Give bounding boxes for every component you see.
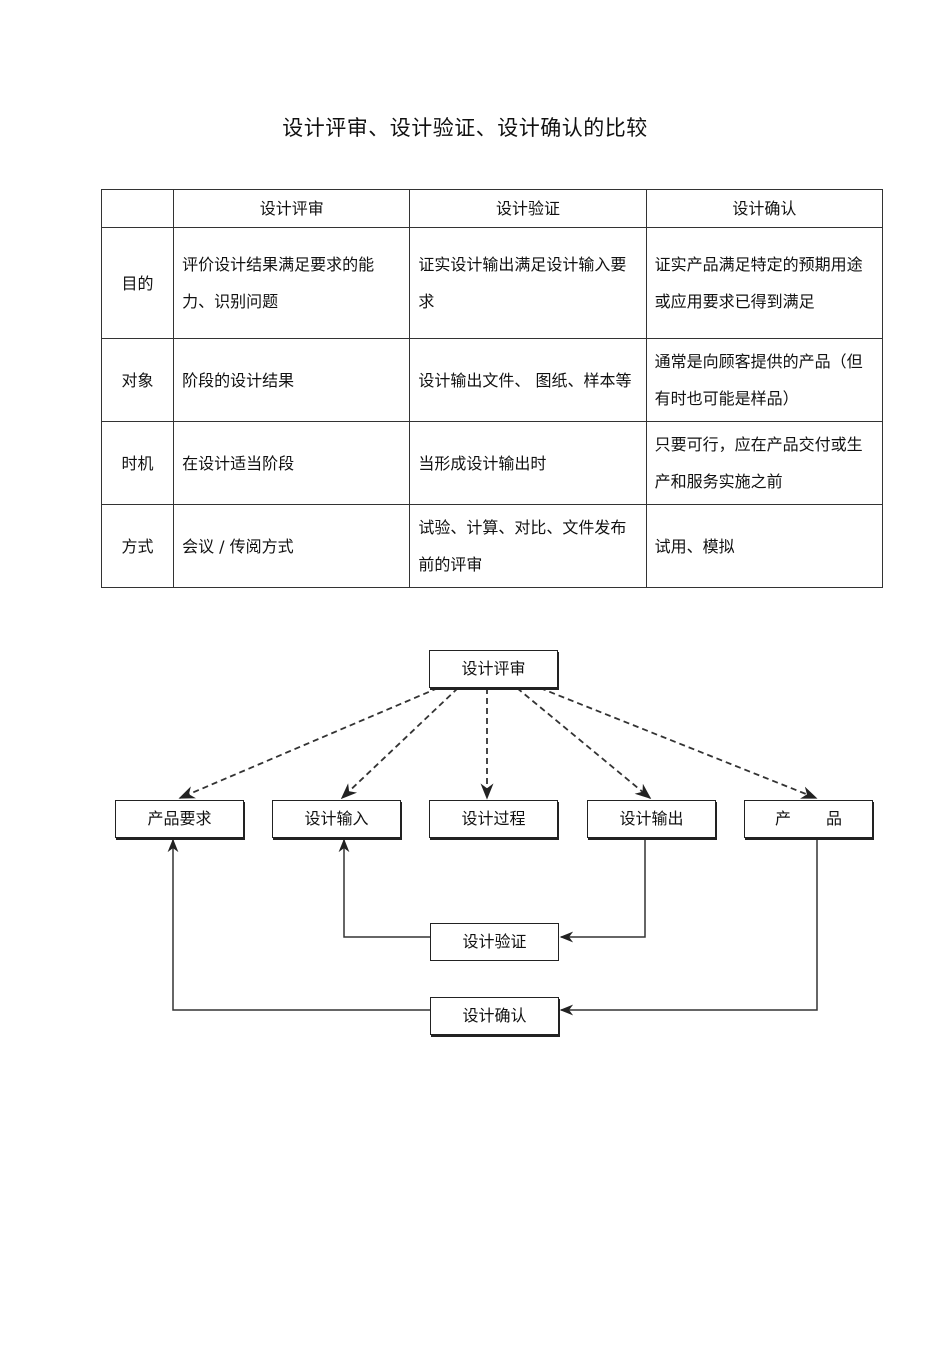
review-to-input-arrow: [340, 687, 459, 800]
table-cell: 在设计适当阶段: [173, 421, 411, 505]
output-to-verification-line: [559, 838, 646, 943]
table-cell: 试用、模拟: [645, 504, 884, 588]
product-box: 产 品: [744, 800, 873, 838]
table-cell: 当形成设计输出时: [409, 421, 647, 505]
table-cell: 证实设计输出满足设计输入要求: [409, 227, 647, 339]
design-input-box: 设计输入: [272, 800, 401, 838]
design-output-box: 设计输出: [587, 800, 716, 838]
table-row: 方式 会议 / 传阅方式 试验、计算、对比、文件发布前的评审 试用、模拟: [100, 504, 884, 588]
table-header-corner: [100, 189, 175, 228]
table-cell: 通常是向顾客提供的产品（但有时也可能是样品）: [645, 338, 884, 422]
table-cell: 证实产品满足特定的预期用途或应用要求已得到满足: [645, 227, 884, 339]
row-label: 对象: [100, 338, 175, 422]
design-validation-box: 设计确认: [430, 997, 559, 1035]
verification-to-input-line: [338, 838, 430, 938]
table-row: 时机 在设计适当阶段 当形成设计输出时 只要可行，应在产品交付或生产和服务实施之…: [100, 421, 884, 505]
table-cell: 只要可行，应在产品交付或生产和服务实施之前: [645, 421, 884, 505]
comparison-table: 设计评审 设计验证 设计确认 目的 评价设计结果满足要求的能力、识别问题 证实设…: [100, 189, 884, 588]
product-box-right-char: 品: [825, 809, 842, 828]
product-requirements-box: 产品要求: [115, 800, 244, 838]
table-cell: 评价设计结果满足要求的能力、识别问题: [173, 227, 411, 339]
table-row: 对象 阶段的设计结果 设计输出文件、 图纸、样本等 通常是向顾客提供的产品（但有…: [100, 338, 884, 422]
review-to-output-arrow: [516, 687, 652, 800]
product-to-validation-line: [559, 838, 818, 1016]
row-label: 方式: [100, 504, 175, 588]
validation-to-requirements-line: [167, 838, 430, 1011]
design-process-box: 设计过程: [429, 800, 558, 838]
solid-feedback-arrows: [167, 838, 818, 1016]
page-title: 设计评审、设计验证、设计确认的比较: [282, 116, 648, 140]
row-label: 时机: [100, 421, 175, 505]
review-to-product-arrow: [539, 687, 818, 799]
review-to-requirements-arrow: [178, 687, 439, 799]
design-verification-box: 设计验证: [430, 923, 559, 961]
row-label: 目的: [100, 227, 175, 339]
table-row: 目的 评价设计结果满足要求的能力、识别问题 证实设计输出满足设计输入要求 证实产…: [100, 227, 884, 339]
table-cell: 试验、计算、对比、文件发布前的评审: [409, 504, 647, 588]
dashed-review-arrows: [178, 687, 818, 800]
table-header-review: 设计评审: [173, 189, 411, 228]
design-review-box: 设计评审: [429, 650, 558, 688]
table-header-row: 设计评审 设计验证 设计确认: [100, 189, 884, 228]
table-cell: 会议 / 传阅方式: [173, 504, 411, 588]
table-cell: 设计输出文件、 图纸、样本等: [409, 338, 647, 422]
product-box-left-char: 产: [775, 809, 792, 828]
